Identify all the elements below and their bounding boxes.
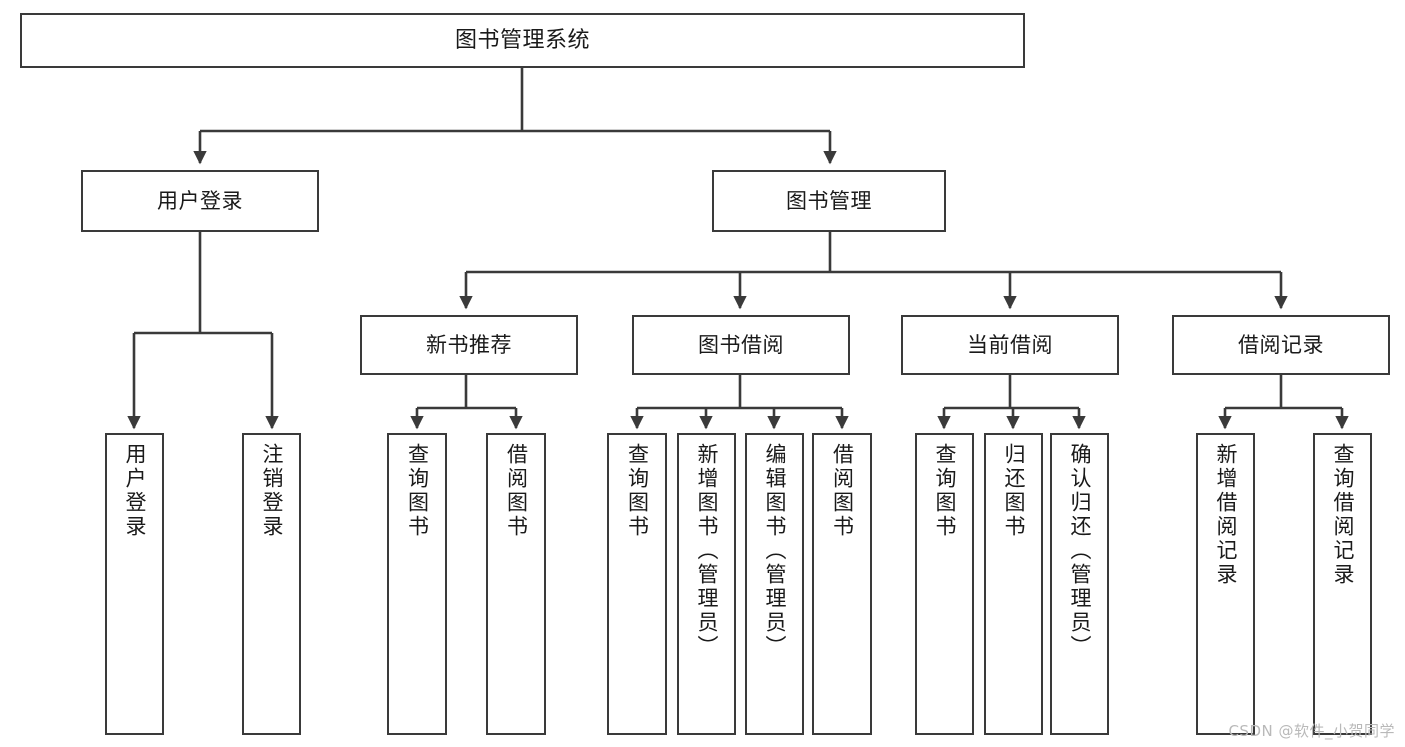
node-label: 新增借阅记录: [1214, 443, 1238, 587]
leaf-borrow-add-book-admin[interactable]: 新增图书（管理员）: [677, 433, 736, 735]
node-label: 归还图书: [1002, 443, 1026, 539]
node-borrow-record[interactable]: 借阅记录: [1172, 315, 1390, 375]
node-label: 用户登录: [157, 188, 243, 213]
leaf-current-query-book[interactable]: 查询图书: [915, 433, 974, 735]
node-current-borrow[interactable]: 当前借阅: [901, 315, 1119, 375]
leaf-borrow-edit-book-admin[interactable]: 编辑图书（管理员）: [745, 433, 804, 735]
leaf-borrow-query-book[interactable]: 查询图书: [607, 433, 667, 735]
node-new-book-recommend[interactable]: 新书推荐: [360, 315, 578, 375]
leaf-current-confirm-return-admin[interactable]: 确认归还（管理员）: [1050, 433, 1109, 735]
leaf-record-add-record[interactable]: 新增借阅记录: [1196, 433, 1255, 735]
node-label: 新增图书（管理员）: [695, 443, 719, 659]
node-label: 确认归还（管理员）: [1068, 443, 1092, 659]
leaf-record-query-record[interactable]: 查询借阅记录: [1313, 433, 1372, 735]
node-label: 借阅图书: [830, 443, 855, 539]
watermark-text: CSDN @软件_小贺同学: [1228, 722, 1395, 740]
node-label: 借阅图书: [504, 443, 529, 539]
node-label: 用户登录: [123, 443, 147, 539]
leaf-new-book-query[interactable]: 查询图书: [387, 433, 447, 735]
node-label: 图书管理: [786, 188, 872, 213]
leaf-new-book-borrow[interactable]: 借阅图书: [486, 433, 546, 735]
node-label: 查询图书: [933, 443, 957, 539]
node-label: 新书推荐: [426, 332, 512, 357]
node-label: 注销登录: [260, 443, 284, 539]
node-label: 图书借阅: [698, 332, 784, 357]
node-label: 查询图书: [405, 443, 430, 539]
leaf-user-login-login[interactable]: 用户登录: [105, 433, 164, 735]
node-label: 借阅记录: [1238, 332, 1324, 357]
node-book-borrow[interactable]: 图书借阅: [632, 315, 850, 375]
node-label: 编辑图书（管理员）: [763, 443, 787, 659]
leaf-user-login-logout[interactable]: 注销登录: [242, 433, 301, 735]
node-label: 查询借阅记录: [1331, 443, 1355, 587]
node-label: 图书管理系统: [454, 27, 590, 53]
node-book-management[interactable]: 图书管理: [712, 170, 946, 232]
leaf-borrow-borrow-book[interactable]: 借阅图书: [812, 433, 872, 735]
node-user-login[interactable]: 用户登录: [81, 170, 319, 232]
node-label: 查询图书: [625, 443, 650, 539]
node-root-system[interactable]: 图书管理系统: [20, 13, 1025, 68]
node-label: 当前借阅: [967, 332, 1053, 357]
leaf-current-return-book[interactable]: 归还图书: [984, 433, 1043, 735]
